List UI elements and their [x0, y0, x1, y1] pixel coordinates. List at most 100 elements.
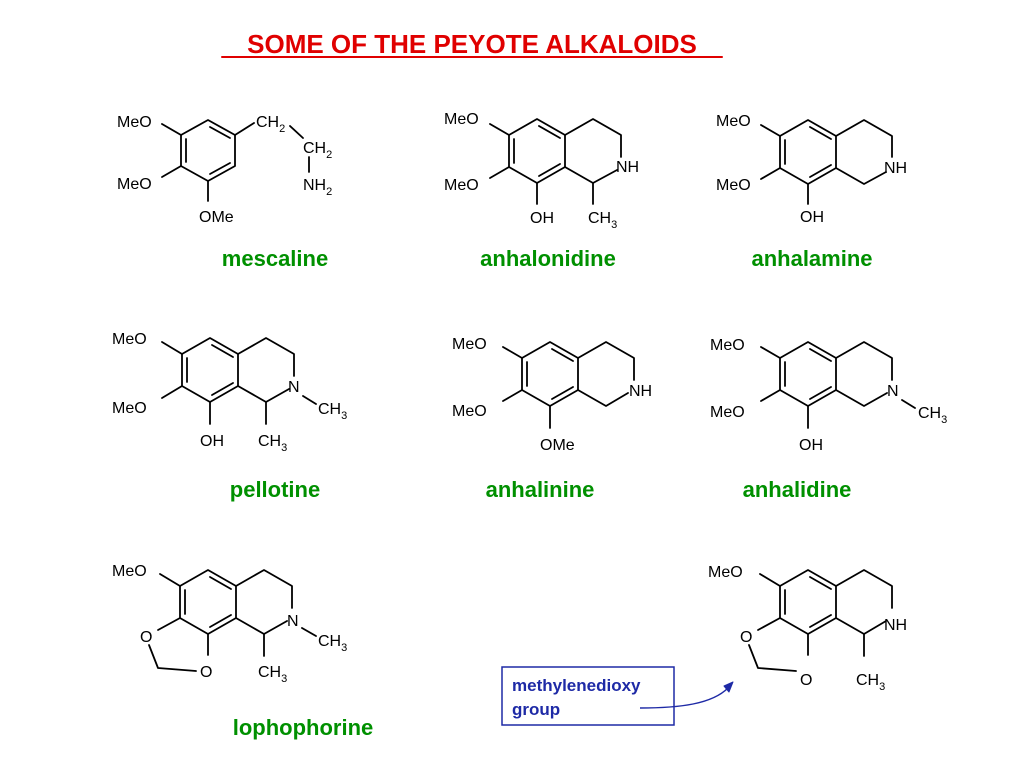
double-bond: [209, 126, 231, 139]
compound-name: pellotine: [230, 477, 320, 502]
piperidine-ring: [835, 341, 893, 381]
atom-label: MeO: [444, 111, 479, 128]
double-bond: [809, 614, 832, 628]
benzene-ring: [508, 118, 566, 184]
atom-label: CH3: [588, 210, 617, 231]
atom-label: MeO: [112, 563, 147, 580]
benzene-ring: [521, 341, 579, 407]
structure-anhalonidine: MeO MeO NH OH CH3: [444, 111, 639, 231]
bond: [760, 389, 781, 402]
structure-anhalamine: MeO MeO NH OH: [716, 113, 907, 226]
piperidine-ring: [564, 166, 618, 184]
bond: [760, 124, 781, 137]
bond: [759, 573, 781, 587]
piperidine-ring: [235, 617, 288, 635]
structure-anhalidine: MeO MeO N CH3 OH: [710, 337, 947, 454]
atom-label: N: [887, 383, 899, 400]
atom-label: OH: [800, 209, 824, 226]
atom-label: MeO: [117, 114, 152, 131]
bond: [489, 123, 510, 136]
atom-label: OH: [799, 437, 823, 454]
compound-name: anhalidine: [743, 477, 852, 502]
atom-label: CH3: [318, 633, 347, 654]
atom-label: MeO: [716, 177, 751, 194]
benzene-ring: [180, 119, 236, 182]
atom-label: CH3: [318, 401, 347, 422]
bond: [502, 389, 523, 402]
atom-label: CH3: [856, 672, 885, 693]
atom-label: CH2: [303, 140, 332, 161]
atom-label: OMe: [540, 437, 575, 454]
atom-label: O: [740, 629, 752, 646]
structure-anhalinine: MeO MeO NH OMe: [452, 336, 652, 454]
double-bond: [809, 348, 832, 362]
benzene-ring: [179, 569, 237, 635]
benzene-ring: [181, 337, 239, 403]
atom-label: NH2: [303, 177, 332, 198]
atom-label: CH3: [918, 405, 947, 426]
bond: [234, 122, 255, 136]
callout-arrowhead: [723, 681, 734, 693]
bond: [161, 341, 183, 355]
atom-label: MeO: [112, 400, 147, 417]
piperidine-ring: [835, 167, 887, 185]
double-bond: [551, 348, 574, 362]
callout-text-line2: group: [512, 700, 560, 719]
double-bond: [809, 386, 832, 400]
double-bond: [809, 126, 832, 140]
bond: [757, 617, 781, 631]
compound-name: lophophorine: [233, 715, 374, 740]
bond: [289, 125, 304, 139]
bond: [302, 395, 317, 405]
piperidine-ring: [564, 118, 622, 158]
double-bond: [809, 164, 832, 178]
double-bond: [209, 162, 231, 175]
atom-label: NH: [616, 159, 639, 176]
bond: [157, 617, 181, 631]
piperidine-ring: [237, 337, 295, 377]
benzene-ring: [779, 569, 837, 635]
atom-label: CH3: [258, 664, 287, 685]
double-bond: [211, 344, 234, 358]
bond: [161, 385, 183, 399]
compound-name: mescaline: [222, 246, 328, 271]
atom-label: NH: [629, 383, 652, 400]
methylenedioxy-bridge: [148, 644, 197, 672]
bond: [161, 123, 182, 136]
atom-label: MeO: [452, 336, 487, 353]
callout-arrow: [639, 687, 729, 709]
atom-label: MeO: [710, 337, 745, 354]
bond: [901, 399, 916, 409]
piperidine-ring: [577, 389, 629, 407]
bond: [301, 627, 317, 637]
double-bond: [538, 163, 561, 177]
bond: [161, 165, 182, 178]
double-bond: [551, 386, 574, 400]
atom-label: MeO: [708, 564, 743, 581]
atom-label: CH3: [258, 433, 287, 454]
atom-label: NH: [884, 160, 907, 177]
atom-label: N: [287, 613, 299, 630]
atom-label: MeO: [716, 113, 751, 130]
double-bond: [209, 614, 232, 628]
structure-lophophorine: MeO O O N CH3 CH3: [112, 563, 347, 685]
callout-text-line1: methylenedioxy: [512, 676, 641, 695]
bond: [489, 166, 510, 179]
atom-label: O: [200, 664, 212, 681]
methylenedioxy-callout: methylenedioxy group: [501, 666, 734, 726]
atom-label: OH: [530, 210, 554, 227]
compound-name: anhalamine: [751, 246, 872, 271]
benzene-ring: [779, 119, 837, 185]
bond: [760, 167, 781, 180]
bond: [159, 573, 181, 587]
atom-label: OH: [200, 433, 224, 450]
piperidine-ring: [835, 389, 888, 407]
piperidine-ring: [835, 617, 887, 635]
compound-name: anhalinine: [486, 477, 595, 502]
piperidine-ring: [237, 385, 290, 403]
atom-label: OMe: [199, 209, 234, 226]
double-bond: [538, 125, 561, 139]
compound-name: anhalonidine: [480, 246, 616, 271]
double-bond: [809, 576, 832, 590]
